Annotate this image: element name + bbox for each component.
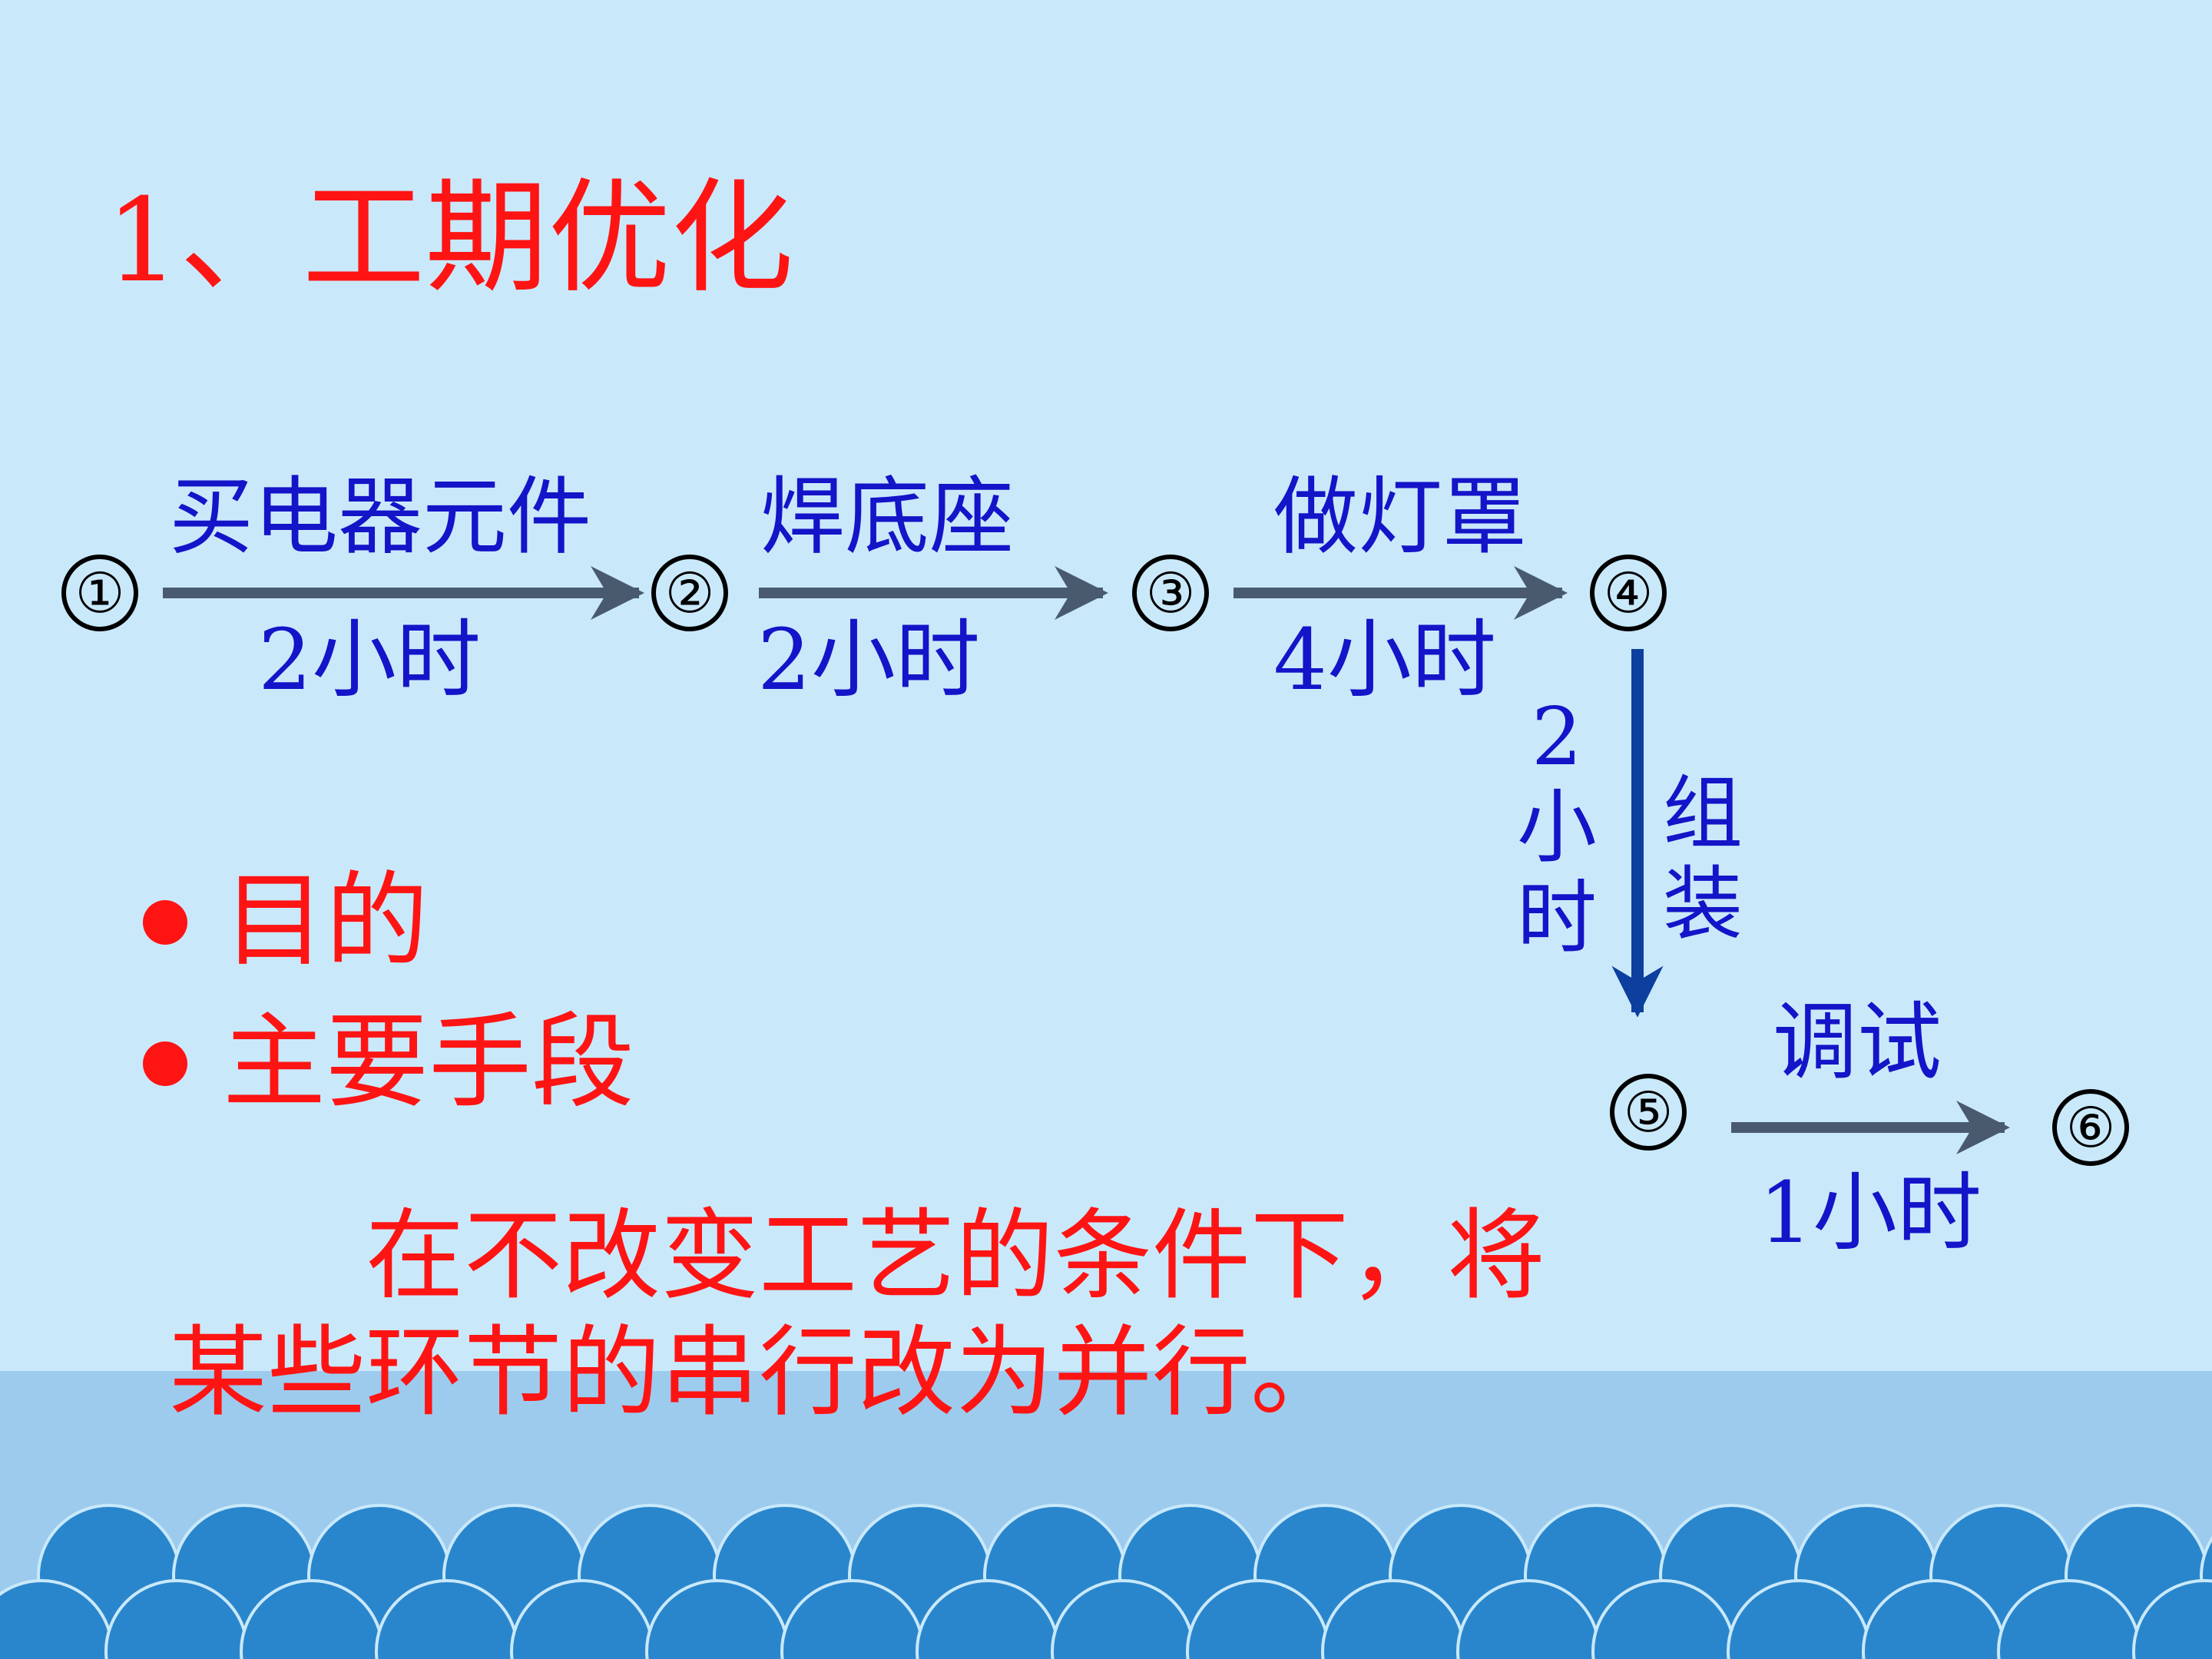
activity-duration-5-6: 1小时 — [1759, 1171, 1982, 1255]
activity-duration-4-5: 2小时 — [1515, 691, 1599, 963]
duration-unit: 小时 — [1327, 611, 1496, 709]
paragraph-line-1: 在不改变工艺的条件下，将 — [366, 1199, 1546, 1313]
bullet-dot-2 — [143, 1041, 187, 1086]
activity-name-5-6: 调试 — [1773, 993, 1942, 1091]
duration-value: 2 — [258, 611, 312, 709]
node-2: ② — [651, 555, 728, 631]
duration-value: 1 — [1759, 1164, 1813, 1262]
wave-scallop — [2132, 1579, 2212, 1659]
duration-unit: 小时 — [312, 611, 481, 709]
node-6: ⑥ — [2052, 1089, 2129, 1166]
duration-unit: 小时 — [1813, 1164, 1982, 1262]
bullet-dot-1 — [143, 900, 187, 945]
wave-row-bottom — [0, 1579, 2212, 1659]
activity-name-3-4: 做灯罩 — [1273, 468, 1527, 566]
duration-value: 2 — [757, 611, 811, 709]
node-5: ⑤ — [1610, 1074, 1687, 1151]
activity-duration-1-2: 2小时 — [258, 618, 481, 702]
node-4: ④ — [1590, 555, 1667, 631]
title-text: 、工期优化 — [179, 166, 794, 310]
title-number: 1 — [106, 174, 180, 308]
node-3: ③ — [1132, 555, 1209, 631]
duration-unit: 小时 — [1516, 780, 1597, 965]
duration-unit: 小时 — [811, 611, 980, 709]
node-1: ① — [61, 555, 138, 631]
paragraph-line-2: 某些环节的串行改为并行。 — [169, 1316, 1349, 1430]
bullet-text-goal: 目的 — [223, 861, 429, 981]
duration-value: 4 — [1273, 611, 1327, 709]
activity-name-2-3: 焊底座 — [760, 468, 1014, 566]
activity-duration-2-3: 2小时 — [757, 618, 980, 702]
slide-title: 1、工期优化 — [106, 177, 793, 300]
activity-name-4-5: 组装 — [1662, 767, 1743, 951]
bullet-text-means: 主要手段 — [223, 1002, 635, 1122]
activity-duration-3-4: 4小时 — [1273, 618, 1496, 702]
activity-name-1-2: 买电器元件 — [169, 468, 591, 566]
duration-value: 2 — [1531, 690, 1583, 783]
